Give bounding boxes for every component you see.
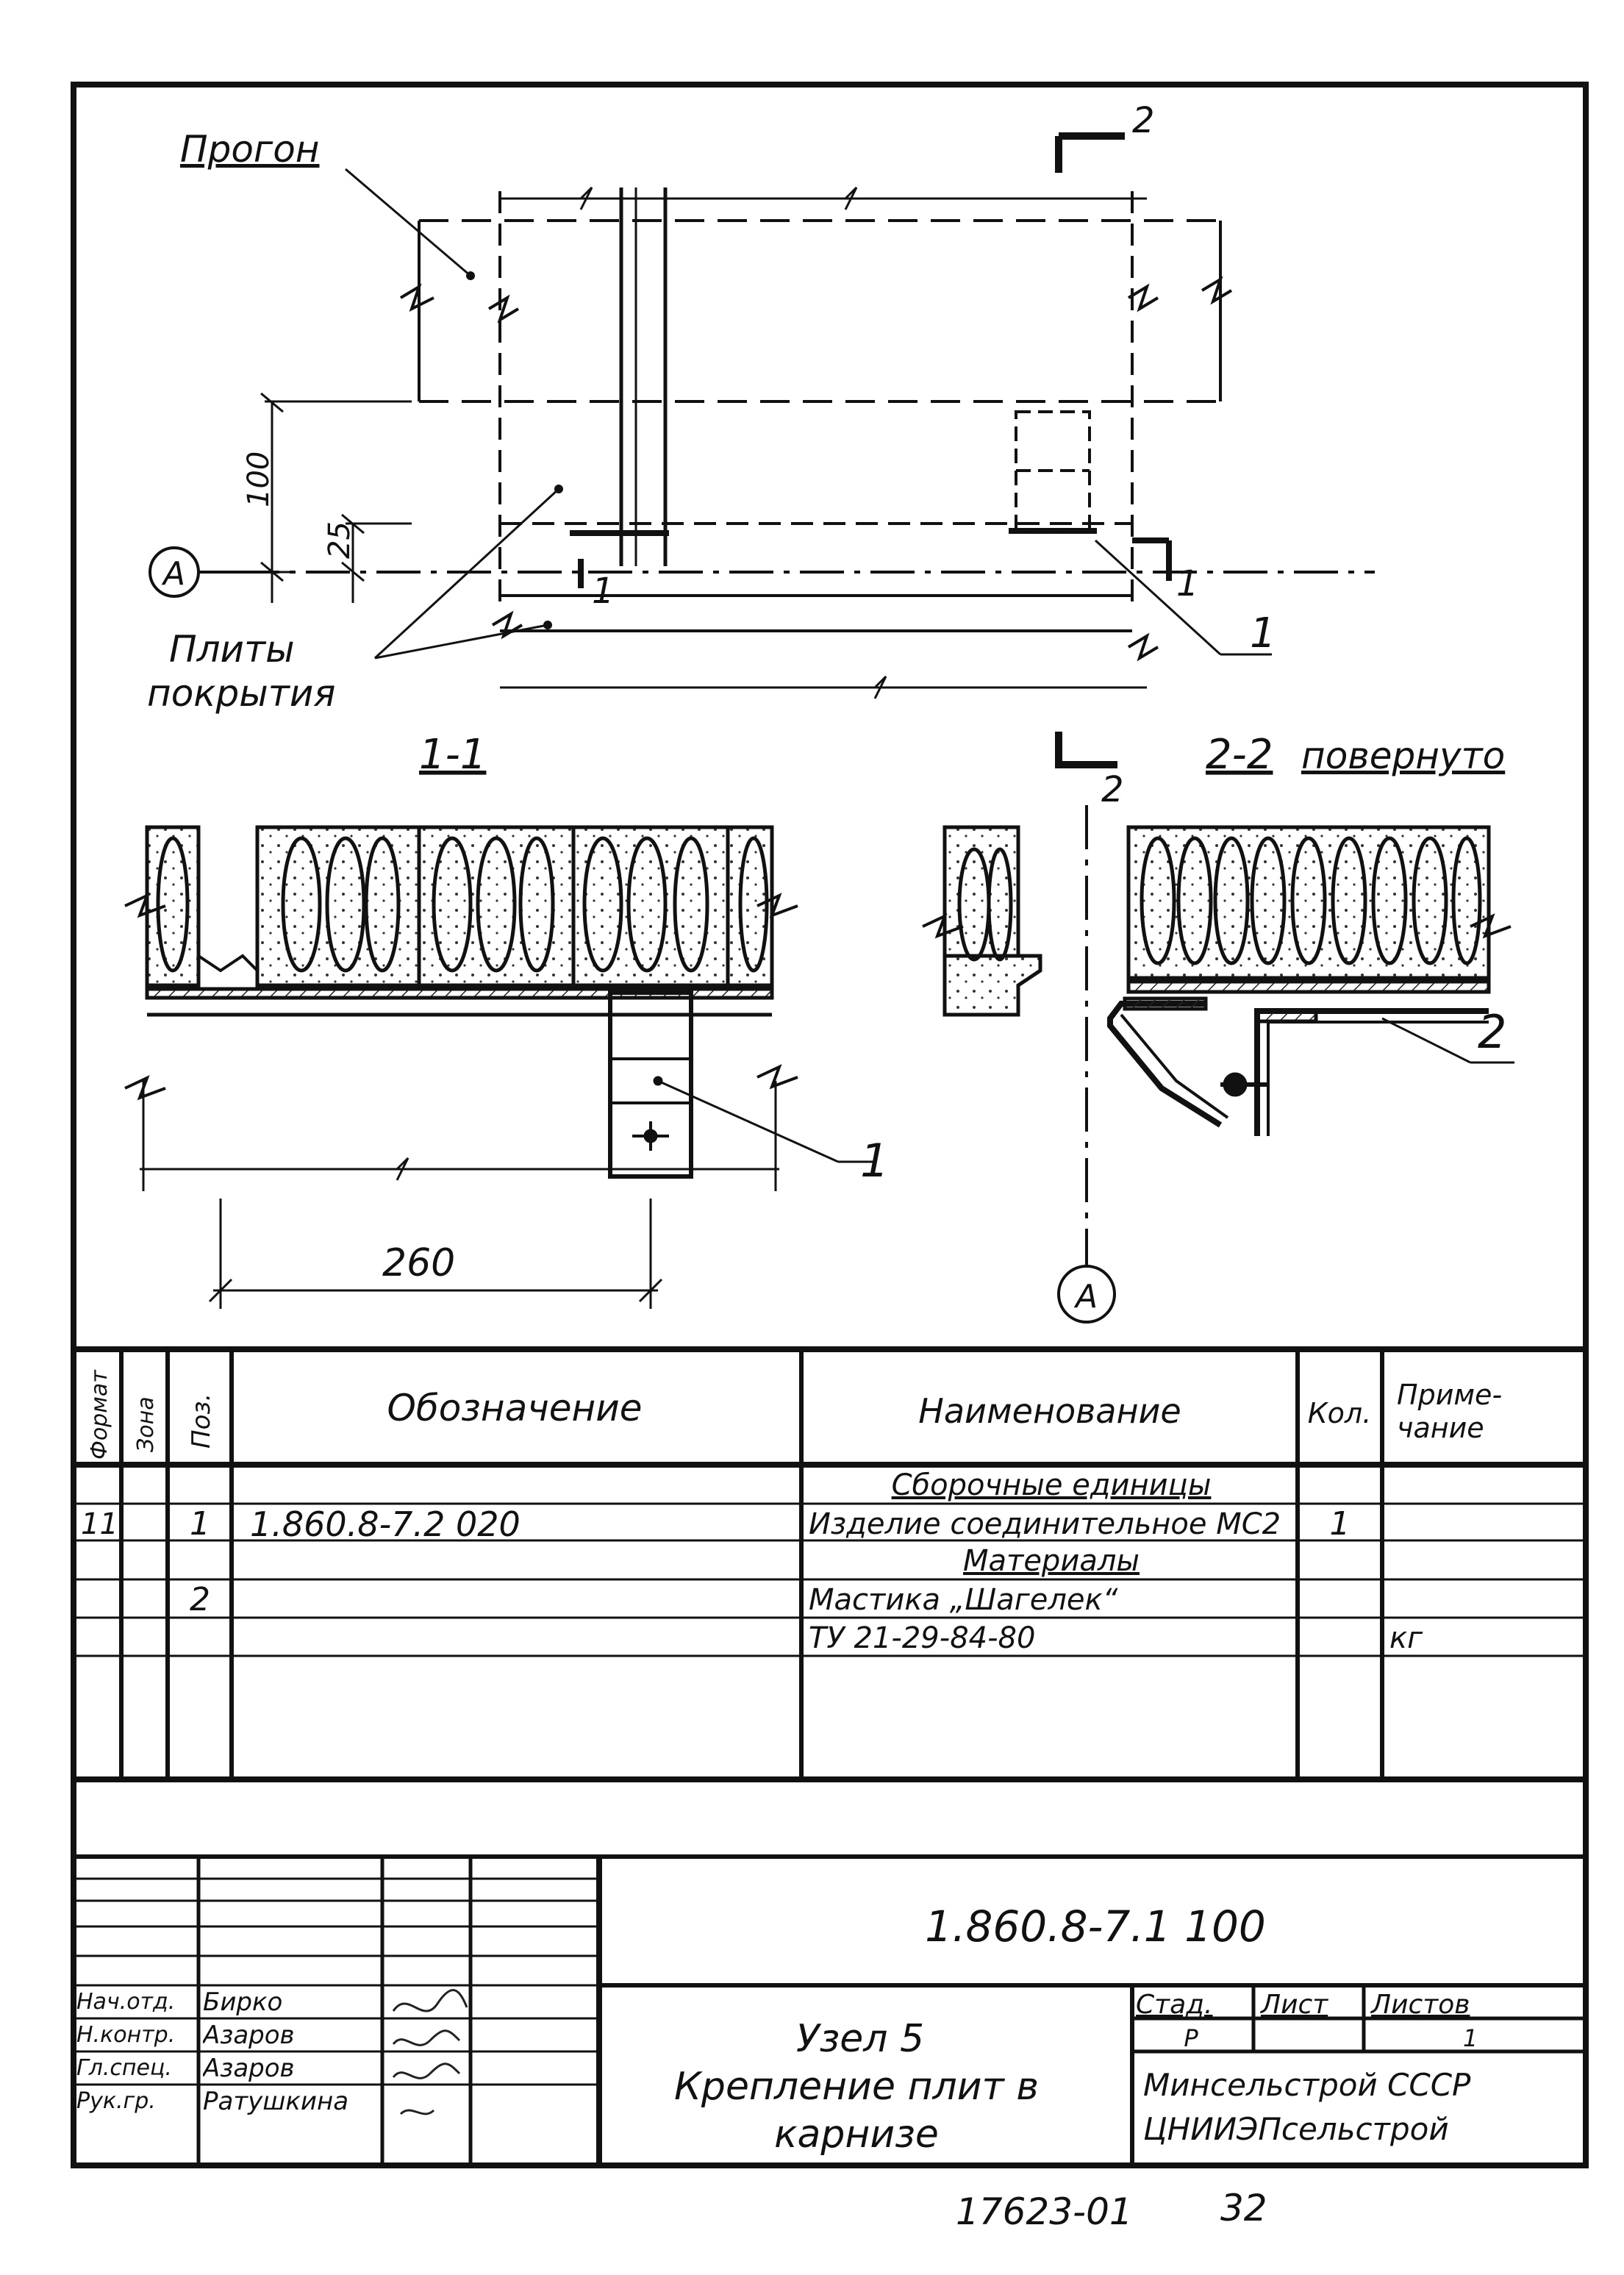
label-slabs-line1: Плиты (169, 628, 295, 671)
section1-pos-1: 1 (860, 1134, 889, 1188)
page-number: 32 (1220, 2187, 1267, 2229)
section-1-number-right: 1 (1176, 563, 1199, 604)
header-qty: Кол. (1308, 1397, 1372, 1429)
header-pos: Поз. (187, 1393, 216, 1449)
spec-table-grid (74, 1346, 1586, 1782)
axis-marker-a-top: А (149, 546, 200, 598)
dim-25: 25 (323, 521, 357, 559)
plan-pos-1: 1 (1250, 610, 1276, 657)
section-2-2-title: 2-2 (1206, 731, 1273, 779)
org-line2: ЦНИИЭПсельстрой (1143, 2111, 1449, 2147)
section-1-1-drawing (124, 825, 875, 1309)
header-name: Наименование (918, 1391, 1181, 1431)
plan-view (235, 132, 1375, 699)
header-note-line2: чание (1397, 1412, 1484, 1444)
section-2-number-mid: 2 (1101, 769, 1124, 810)
header-format: Формат (87, 1369, 112, 1460)
section-2-2-suffix: повернуто (1301, 735, 1505, 777)
header-zone: Зона (133, 1396, 159, 1452)
section2-pos-2: 2 (1478, 1005, 1506, 1059)
title-line2: Крепление плит в (674, 2065, 1039, 2109)
header-note-line1: Приме- (1397, 1379, 1502, 1411)
inventory-number: 17623-01 (956, 2190, 1133, 2233)
stage-value: Р (1184, 2024, 1198, 2052)
section-2-marker-mid (1055, 732, 1117, 768)
title-block-grid (74, 1854, 1586, 2165)
section-2-2-drawing (922, 805, 1514, 1265)
label-slabs-line2: покрытия (147, 672, 335, 715)
svg-text:А: А (161, 555, 185, 593)
section-1-1-title: 1-1 (419, 731, 486, 779)
section-1-number-left: 1 (592, 571, 615, 612)
section-2-number-top: 2 (1132, 100, 1155, 141)
sheet-frame (71, 82, 1589, 2168)
svg-text:А: А (1073, 1278, 1098, 1315)
sheet-label: Лист (1259, 1990, 1328, 2020)
label-purlin: Прогон (180, 128, 319, 171)
org-line1: Минсельстрой СССР (1143, 2067, 1471, 2103)
signature-marks (392, 1989, 468, 2115)
stage-label: Стад. (1136, 1990, 1213, 2020)
title-line3: карнизе (774, 2112, 939, 2157)
axis-marker-a-bottom: А (1057, 1265, 1116, 1324)
sheets-value: 1 (1463, 2024, 1478, 2052)
header-designation: Обозначение (387, 1387, 643, 1429)
dim-260: 260 (382, 1241, 455, 1285)
doc-code: 1.860.8-7.1 100 (925, 1901, 1266, 1951)
dim-100: 100 (242, 451, 276, 507)
title-line1: Узел 5 (796, 2017, 924, 2061)
sheets-label: Листов (1370, 1990, 1470, 2020)
